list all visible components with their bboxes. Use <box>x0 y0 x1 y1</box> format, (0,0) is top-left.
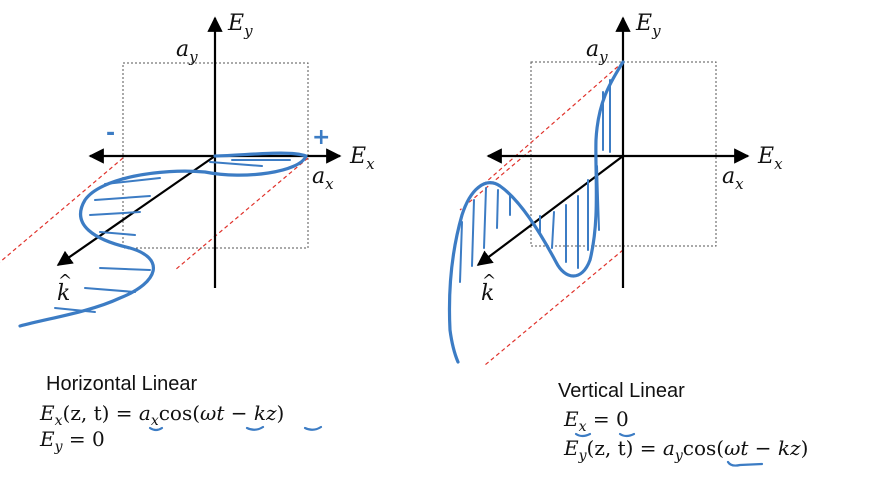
left-plus-sign: + <box>312 125 330 150</box>
vertical-linear-panel: Ey ay Ex ax ^ k Vertical Linear Ex = 0 E… <box>447 11 808 467</box>
left-underline-ax <box>148 426 164 432</box>
right-equation-1: Ex = 0 <box>563 407 629 435</box>
left-caption: Horizontal Linear <box>46 373 198 395</box>
right-ey-label: Ey <box>635 11 661 40</box>
right-k-axis <box>476 155 624 266</box>
left-k-label: k <box>57 281 70 306</box>
right-red-dashed-line-1 <box>459 149 532 211</box>
left-red-dashed-line-1 <box>0 157 124 263</box>
left-ey-label: Ey <box>227 11 253 40</box>
right-k-label: k <box>481 281 494 306</box>
right-wave <box>447 60 625 364</box>
horizontal-linear-panel: - + Ey ay Ex ax ^ k Horizontal Linear Ex… <box>0 11 375 455</box>
right-red-dashed-line-3 <box>484 249 624 366</box>
left-ax-label: ax <box>312 164 334 193</box>
right-ay-label: ay <box>586 37 608 66</box>
left-equation-1: Ex(z, t) = axcos(ωt − kz) <box>39 401 284 429</box>
right-equation-2: Ey(z, t) = aycos(ωt − kz) <box>563 436 808 464</box>
left-k-hat: ^ <box>58 271 72 291</box>
left-k-axis <box>56 155 216 266</box>
left-red-dashed-line-2 <box>174 157 309 271</box>
right-ax-label: ax <box>722 164 744 193</box>
right-red-dashed-line-2 <box>469 61 624 197</box>
right-wave-hatching <box>459 79 611 283</box>
left-ex-label: Ex <box>349 144 375 173</box>
right-underline-omega-t <box>726 460 764 467</box>
left-ay-label: ay <box>176 37 198 66</box>
left-wave <box>18 151 308 328</box>
right-k-hat: ^ <box>482 271 496 291</box>
left-underline-t <box>245 425 265 431</box>
right-underline-x <box>574 432 592 438</box>
right-underline-zero <box>618 432 636 438</box>
right-caption: Vertical Linear <box>558 380 685 402</box>
left-wave-hatching <box>54 159 291 313</box>
left-minus-sign: - <box>106 121 115 146</box>
left-equation-2: Ey = 0 <box>39 427 105 455</box>
right-ex-label: Ex <box>757 144 783 173</box>
left-underline-z <box>303 425 323 431</box>
